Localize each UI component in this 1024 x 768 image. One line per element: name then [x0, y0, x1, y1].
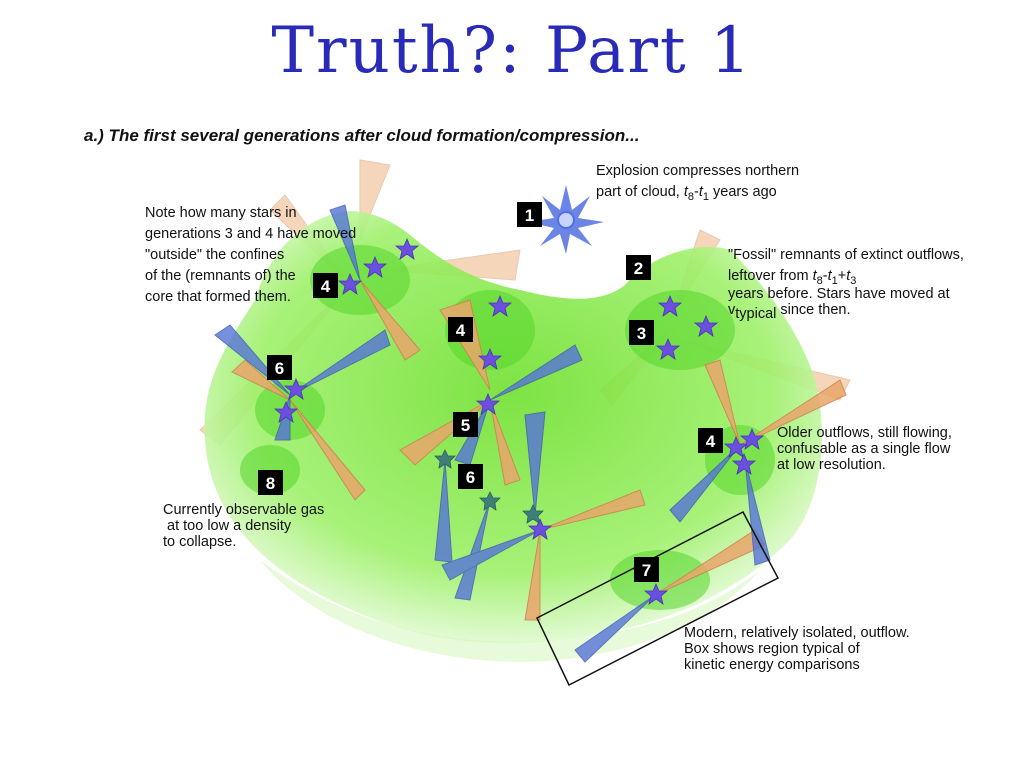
- svg-text:years before. Stars have move: years before. Stars have moved at: [728, 286, 950, 302]
- blue-outflow-lobes: [214, 204, 771, 663]
- lobe: [539, 489, 646, 531]
- svg-text:Explosion compresses northern: Explosion compresses northern: [596, 163, 799, 179]
- badge-5: 5: [453, 412, 478, 437]
- lobe: [489, 399, 521, 486]
- svg-text:core that formed them.: core that formed them.: [145, 289, 291, 305]
- star-icon: [434, 449, 456, 469]
- svg-text:Currently observable gas: Currently observable gas: [163, 502, 324, 518]
- svg-text:to collapse.: to collapse.: [163, 534, 236, 550]
- svg-text:Older outflows, still flowing,: Older outflows, still flowing,: [777, 425, 952, 441]
- lobe: [434, 459, 453, 563]
- badge-2: 2: [626, 255, 651, 280]
- explosion-note: Explosion compresses northern part of cl…: [596, 163, 799, 203]
- star-icon: [739, 427, 765, 450]
- lobe: [739, 379, 847, 446]
- lobe: [489, 344, 583, 401]
- star-icon: [475, 392, 501, 415]
- faded-stars: [434, 449, 544, 524]
- svg-text:part of cloud, t8-t1 years ago: part of cloud, t8-t1 years ago: [596, 184, 777, 203]
- svg-text:at low resolution.: at low resolution.: [777, 457, 886, 473]
- star-icon: [643, 582, 669, 605]
- svg-text:4: 4: [456, 321, 466, 340]
- lobe: [524, 411, 546, 516]
- badge-6-center: 6: [458, 464, 483, 489]
- star-icon: [283, 377, 309, 400]
- generation-badges: 1 2 3 4 4 4 6 5 6 8 7: [258, 202, 723, 582]
- kinetic-energy-box: [536, 510, 780, 687]
- svg-text:Modern, relatively isolated, o: Modern, relatively isolated, outflow.: [684, 625, 910, 641]
- lobe: [669, 444, 741, 523]
- stars-moved-note: Note how many stars in generations 3 and…: [145, 205, 356, 305]
- star-icon: [337, 272, 363, 295]
- badge-4-left: 4: [313, 273, 338, 298]
- lobe: [441, 529, 541, 581]
- badge-1: 1: [517, 202, 542, 227]
- badge-3: 3: [629, 320, 654, 345]
- slide-title: Truth?: Part 1: [271, 14, 753, 88]
- lobe: [359, 279, 421, 361]
- svg-text:8: 8: [266, 474, 275, 493]
- svg-text:6: 6: [466, 468, 475, 487]
- star-icon: [522, 504, 544, 524]
- star-icon: [723, 435, 749, 458]
- star-icon: [362, 255, 388, 278]
- lobe: [704, 359, 741, 446]
- svg-text:of the (remnants of) the: of the (remnants of) the: [145, 268, 296, 284]
- star-icon: [487, 294, 513, 317]
- svg-text:at too low a density: at too low a density: [163, 518, 292, 534]
- low-density-gas-note: Currently observable gas at too low a de…: [163, 502, 324, 550]
- svg-text:5: 5: [461, 416, 470, 435]
- explosion-icon: [528, 185, 604, 254]
- lobe: [454, 499, 491, 601]
- badge-8: 8: [258, 470, 283, 495]
- svg-text:"outside" the confines: "outside" the confines: [145, 247, 284, 263]
- svg-text:Note how many stars in: Note how many stars in: [145, 205, 297, 221]
- badge-7: 7: [634, 557, 659, 582]
- badge-4-center: 4: [448, 317, 473, 342]
- svg-text:leftover from t8-t1+t3: leftover from t8-t1+t3: [728, 268, 856, 287]
- svg-text:7: 7: [642, 561, 651, 580]
- svg-text:vtypical since then.: vtypical since then.: [728, 302, 851, 322]
- fossil-remnants-note: "Fossil" remnants of extinct outflows, l…: [728, 247, 964, 322]
- star-icon: [731, 452, 757, 475]
- protostars: [273, 237, 765, 605]
- diagram-subtitle: a.) The first several generations after …: [84, 126, 639, 145]
- svg-text:4: 4: [321, 277, 331, 296]
- star-icon: [657, 294, 683, 317]
- svg-text:4: 4: [706, 432, 716, 451]
- lobe: [524, 529, 541, 621]
- star-icon: [394, 237, 420, 260]
- svg-text:1: 1: [525, 206, 534, 225]
- older-outflows-note: Older outflows, still flowing, confusabl…: [777, 425, 952, 473]
- svg-text:3: 3: [637, 324, 646, 343]
- svg-text:2: 2: [634, 259, 643, 278]
- svg-text:6: 6: [275, 359, 284, 378]
- svg-text:Box shows region typical of: Box shows region typical of: [684, 641, 861, 657]
- lobe: [289, 399, 366, 501]
- lobe: [289, 329, 391, 396]
- lobe: [574, 594, 656, 663]
- modern-outflow-note: Modern, relatively isolated, outflow. Bo…: [684, 625, 910, 673]
- star-icon: [479, 491, 501, 511]
- star-icon: [273, 400, 299, 423]
- star-icon: [693, 314, 719, 337]
- star-icon: [655, 337, 681, 360]
- svg-text:generations 3 and 4 have moved: generations 3 and 4 have moved: [145, 226, 356, 242]
- svg-text:confusable as a single flow: confusable as a single flow: [777, 441, 951, 457]
- cloud-bottom-fade: [260, 560, 760, 662]
- star-icon: [477, 347, 503, 370]
- svg-text:"Fossil" remnants of extinct o: "Fossil" remnants of extinct outflows,: [728, 247, 964, 263]
- badge-4-right: 4: [698, 428, 723, 453]
- core: [625, 290, 735, 370]
- star-icon: [527, 517, 553, 540]
- svg-text:kinetic energy comparisons: kinetic energy comparisons: [684, 657, 860, 673]
- lobe: [744, 459, 771, 566]
- lobe: [329, 204, 361, 281]
- badge-6-left: 6: [267, 355, 292, 380]
- older-outflow-lobes: [231, 279, 847, 621]
